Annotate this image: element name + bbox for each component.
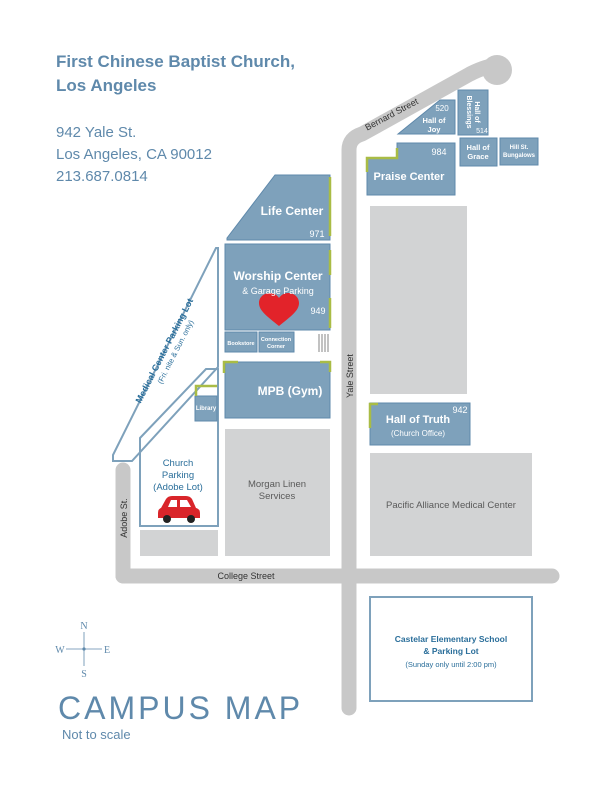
streets bbox=[115, 55, 560, 716]
hill-st-bungalows-label-2: Bungalows bbox=[503, 153, 536, 159]
map-title: CAMPUS MAP bbox=[58, 690, 304, 726]
bookstore-label: Bookstore bbox=[227, 341, 254, 347]
morgan-linen-label-2: Services bbox=[259, 491, 296, 502]
church-parking-lot bbox=[139, 368, 219, 527]
praise-center-label: Praise Center bbox=[374, 171, 446, 183]
church-parking-label-2: Parking bbox=[162, 470, 194, 481]
car-icon bbox=[154, 493, 202, 523]
medical-lot-label: Medical Center Parking Lot bbox=[134, 297, 196, 405]
hall-of-grace-building bbox=[459, 137, 498, 167]
hill-st-bungalows-building bbox=[499, 137, 539, 166]
hall-of-joy-label-1: Hall of bbox=[423, 116, 446, 125]
worship-center-number: 949 bbox=[310, 306, 325, 316]
hall-of-blessings-label-2: Blessings bbox=[465, 95, 472, 128]
college-street-label: College Street bbox=[217, 571, 275, 581]
entrance-markers bbox=[194, 148, 399, 428]
connection-corner-building bbox=[258, 331, 295, 353]
pacific-alliance-label: Pacific Alliance Medical Center bbox=[386, 500, 516, 511]
mpb-gym-label: MPB (Gym) bbox=[258, 384, 323, 398]
stairs-icon bbox=[318, 334, 329, 352]
hall-of-truth-entrance bbox=[368, 402, 378, 428]
hall-of-joy-building bbox=[396, 99, 456, 135]
hall-of-joy-number: 520 bbox=[435, 104, 449, 113]
hall-of-truth-number: 942 bbox=[452, 405, 467, 415]
compass-east: E bbox=[104, 645, 110, 656]
phone-number: 213.687.0814 bbox=[56, 168, 148, 185]
library-building bbox=[194, 395, 218, 422]
compass-rose: N S E W bbox=[55, 621, 110, 680]
yale-street-label: Yale Street bbox=[345, 354, 355, 398]
castelar-label-3: (Sunday only until 2:00 pm) bbox=[405, 660, 497, 669]
hall-of-blessings-label-1: Hall of bbox=[473, 101, 480, 123]
castelar-school-block bbox=[369, 596, 533, 702]
library-entrance bbox=[194, 384, 217, 396]
compass-west: W bbox=[55, 645, 65, 656]
church-name-line2: Los Angeles bbox=[56, 76, 157, 95]
hall-of-truth-building bbox=[369, 402, 471, 446]
map-subtitle: Not to scale bbox=[62, 727, 131, 742]
morgan-linen-label-1: Morgan Linen bbox=[248, 479, 306, 490]
castelar-label-1: Castelar Elementary School bbox=[395, 634, 507, 644]
hall-of-blessings-number: 514 bbox=[476, 128, 488, 135]
hill-st-bungalows-label-1: Hill St. bbox=[510, 145, 529, 151]
morgan-linen-block bbox=[225, 429, 330, 556]
pacific-alliance-block bbox=[370, 453, 532, 556]
praise-center-number: 984 bbox=[431, 147, 446, 157]
mpb-entrance bbox=[222, 360, 238, 373]
hall-of-blessings-building bbox=[457, 89, 489, 136]
mpb-entrance-side bbox=[320, 360, 332, 372]
address-city: Los Angeles, CA 90012 bbox=[56, 146, 212, 163]
bookstore-building bbox=[224, 331, 258, 353]
church-parking-label-1: Church bbox=[163, 458, 194, 469]
medical-center-parking-lot bbox=[112, 247, 219, 462]
hall-of-grace-label-1: Hall of bbox=[467, 143, 490, 152]
mpb-gym-building bbox=[224, 361, 331, 419]
church-address: 942 Yale St. Los Angeles, CA 90012 213.6… bbox=[56, 122, 212, 188]
life-center-label: Life Center bbox=[261, 204, 324, 218]
compass-south: S bbox=[81, 669, 87, 680]
cul-de-sac bbox=[482, 55, 512, 85]
connection-corner-label-2: Corner bbox=[267, 344, 286, 350]
worship-center-label: Worship Center bbox=[233, 269, 322, 283]
library-label: Library bbox=[196, 406, 217, 412]
compass-north: N bbox=[80, 621, 87, 632]
church-name-line1: First Chinese Baptist Church, bbox=[56, 52, 295, 71]
buildings bbox=[194, 89, 539, 702]
east-gray-block bbox=[370, 206, 467, 394]
life-center-number: 971 bbox=[309, 229, 324, 239]
gray-blocks bbox=[140, 206, 532, 556]
castelar-label-2: & Parking Lot bbox=[423, 646, 478, 656]
church-parking-label-3: (Adobe Lot) bbox=[153, 482, 203, 493]
hall-of-joy-label-2: Joy bbox=[428, 125, 442, 134]
connection-corner-label-1: Connection bbox=[261, 337, 292, 343]
adobe-street-label: Adobe St. bbox=[119, 498, 129, 538]
hall-of-grace-label-2: Grace bbox=[467, 152, 488, 161]
church-name: First Chinese Baptist Church, Los Angele… bbox=[56, 50, 295, 98]
south-gray-lot bbox=[140, 530, 218, 556]
hall-of-truth-label: Hall of Truth bbox=[386, 414, 450, 426]
praise-entrance bbox=[365, 148, 399, 172]
address-street: 942 Yale St. bbox=[56, 124, 137, 141]
heart-icon bbox=[259, 293, 299, 326]
worship-center-sublabel: & Garage Parking bbox=[242, 286, 314, 296]
hall-of-truth-sublabel: (Church Office) bbox=[391, 429, 445, 438]
